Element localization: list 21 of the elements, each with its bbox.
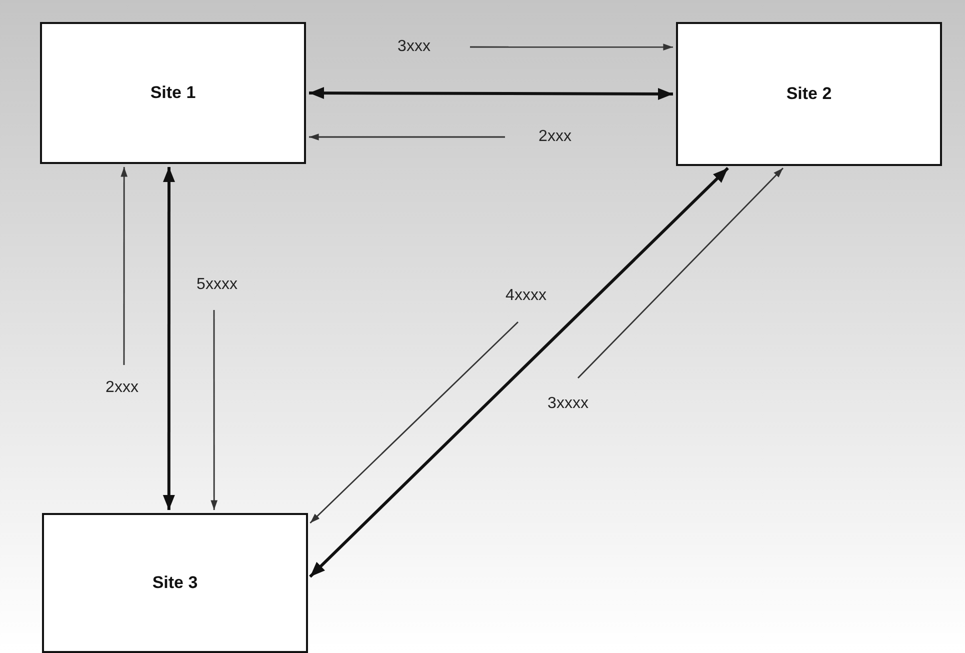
arrow	[310, 322, 518, 524]
arrow	[120, 167, 128, 365]
arrow	[578, 168, 784, 378]
arrow	[210, 310, 218, 510]
site-name: Site 3	[152, 573, 198, 593]
arrow	[162, 167, 175, 510]
arrow	[309, 134, 505, 140]
edge-label: 5xxxx	[196, 276, 238, 294]
edge-label: 3xxxx	[548, 395, 588, 413]
arrow	[470, 44, 673, 51]
edge-label: 2xxx	[106, 379, 138, 397]
site-name: Site 1	[150, 83, 196, 103]
arrow	[309, 167, 729, 578]
edge-label: 4xxxx	[506, 287, 546, 305]
edge-label: 2xxx	[538, 128, 572, 146]
site-box	[40, 22, 306, 164]
site-name: Site 2	[786, 84, 832, 104]
arrow	[309, 87, 673, 100]
site-box	[676, 22, 942, 166]
site-box	[42, 513, 308, 653]
edge-label: 3xxx	[398, 38, 430, 56]
